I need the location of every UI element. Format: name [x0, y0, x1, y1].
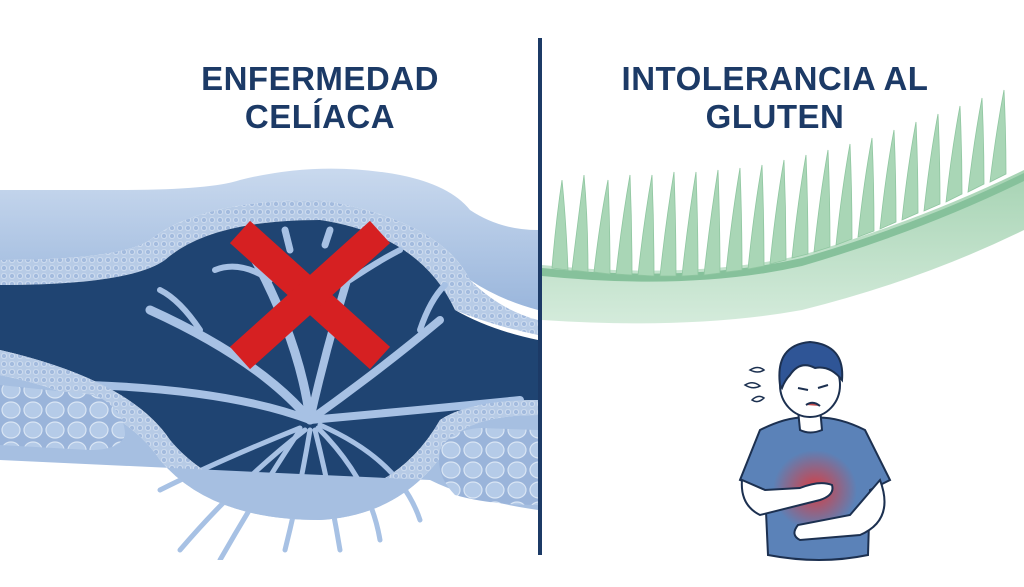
- sweat-drops-icon: [743, 366, 766, 403]
- left-title-line-2: CELÍACA: [244, 98, 396, 135]
- healthy-villi-illustration: [542, 89, 1024, 324]
- right-title: INTOLERANCIA AL GLUTEN: [575, 60, 975, 136]
- right-title-line-1: INTOLERANCIA AL: [621, 60, 929, 97]
- left-title: ENFERMEDAD CELÍACA: [150, 60, 490, 136]
- celiac-villi-illustration: [0, 168, 538, 560]
- person-stomach-pain-figure: [738, 340, 892, 561]
- red-x-icon: [229, 220, 391, 370]
- left-title-line-1: ENFERMEDAD: [201, 60, 439, 97]
- right-title-line-2: GLUTEN: [705, 98, 845, 135]
- center-divider: [538, 38, 542, 555]
